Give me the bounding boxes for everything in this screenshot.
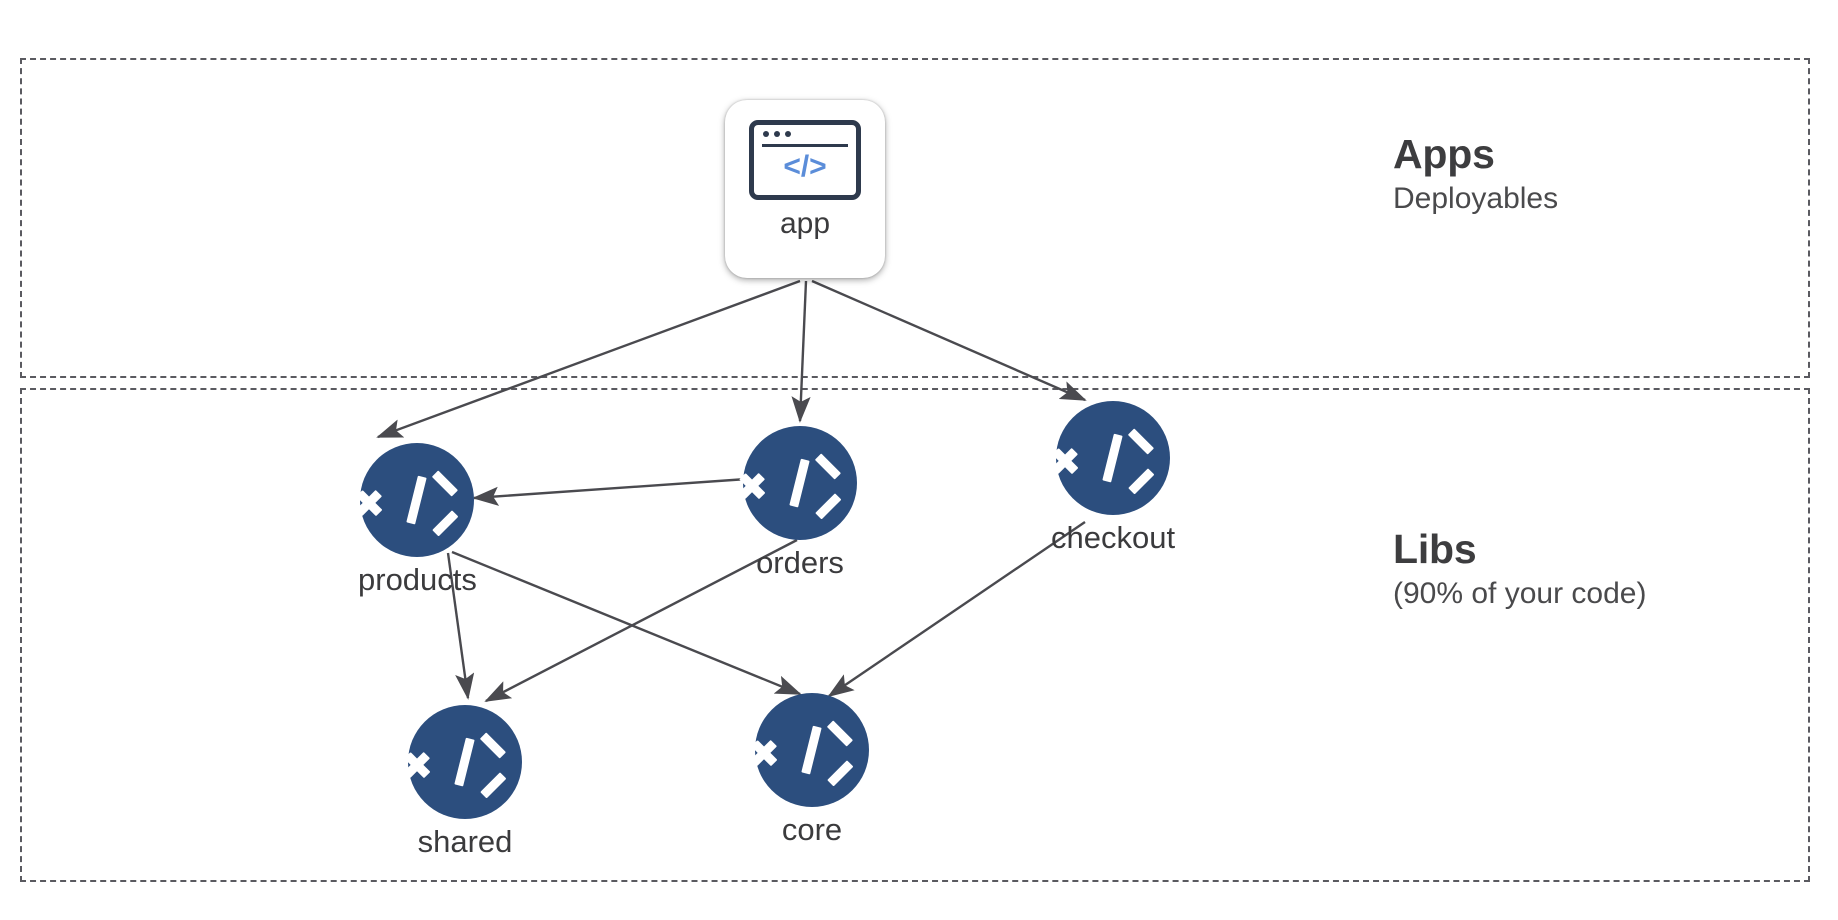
node-orders[interactable]: orders	[739, 426, 857, 580]
node-core-label: core	[781, 812, 843, 847]
code-icon	[1052, 401, 1171, 515]
node-core[interactable]: core	[751, 693, 869, 847]
code-icon	[404, 705, 522, 819]
node-checkout[interactable]: checkout	[1051, 401, 1175, 553]
node-checkout-label: checkout	[1051, 520, 1176, 555]
window-dots-icon	[763, 131, 791, 137]
node-app[interactable]: </> app	[725, 100, 885, 278]
zone-libs-legend: Libs (90% of your code)	[1393, 526, 1647, 613]
zone-libs-title: Libs	[1393, 526, 1477, 572]
zone-libs-subtitle: (90% of your code)	[1393, 577, 1647, 611]
node-products-label: products	[358, 562, 477, 597]
code-icon	[751, 693, 869, 807]
zone-libs	[20, 388, 1810, 882]
node-products[interactable]: products	[356, 443, 477, 597]
browser-code-icon: </>	[749, 120, 861, 200]
window-titlebar-divider	[762, 144, 848, 147]
node-shared-label: shared	[417, 824, 513, 859]
code-icon	[739, 426, 857, 540]
zone-apps-subtitle: Deployables	[1393, 182, 1559, 216]
zone-apps-title: Apps	[1393, 131, 1495, 177]
code-glyph: </>	[783, 150, 827, 183]
zone-apps-legend: Apps Deployables	[1393, 131, 1559, 218]
node-orders-label: orders	[756, 545, 844, 580]
code-icon	[356, 443, 475, 557]
zone-apps	[20, 58, 1810, 378]
node-app-label: app	[779, 207, 831, 240]
node-shared[interactable]: shared	[404, 705, 522, 859]
